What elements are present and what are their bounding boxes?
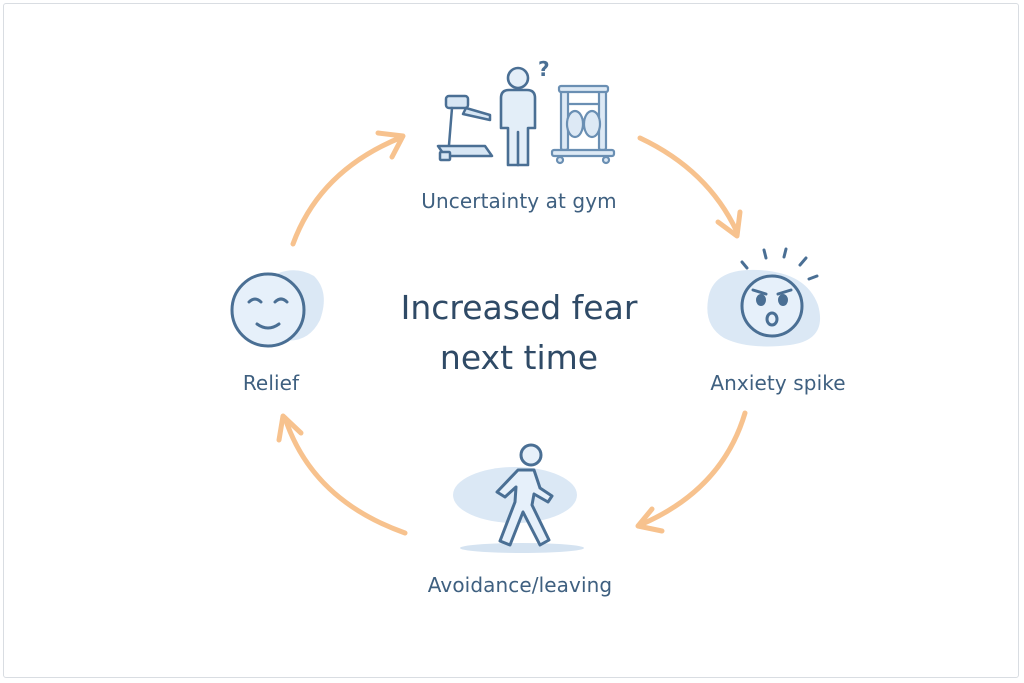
stage-label-top: Uncertainty at gym <box>421 189 617 213</box>
anxious-face-group <box>707 247 821 347</box>
relieved-face-group <box>230 270 324 348</box>
arrow-right-to-bottom-head <box>635 506 665 534</box>
center-title-line-2: next time <box>439 338 599 377</box>
arrow-left-to-top <box>290 134 405 247</box>
walking-person-group <box>453 443 584 553</box>
weight-machine-icon <box>550 84 616 165</box>
stage-label-left: Relief <box>242 371 300 395</box>
stage-label-right: Anxiety spike <box>710 371 846 395</box>
stage-label-bottom: Avoidance/leaving <box>427 573 613 597</box>
arrow-bottom-to-left <box>282 415 408 536</box>
arrow-left-to-top-head <box>375 130 406 160</box>
arrow-bottom-to-left-head <box>276 413 304 443</box>
arrow-top-to-right <box>637 135 740 235</box>
arrow-top-to-right-head <box>715 209 743 239</box>
arrow-right-to-bottom <box>637 410 748 528</box>
walking-person-icon <box>495 443 554 547</box>
person-question-icon <box>499 66 537 167</box>
treadmill-icon <box>436 94 494 162</box>
anxious-face-icon <box>740 247 819 338</box>
cycle-arrows <box>276 130 748 536</box>
question-mark: ? <box>538 57 550 81</box>
center-title: Increased fear next time <box>349 283 689 383</box>
center-title-line-1: Increased fear <box>400 288 638 327</box>
walking-person-shadow <box>460 543 584 553</box>
relieved-face-icon <box>230 272 306 348</box>
